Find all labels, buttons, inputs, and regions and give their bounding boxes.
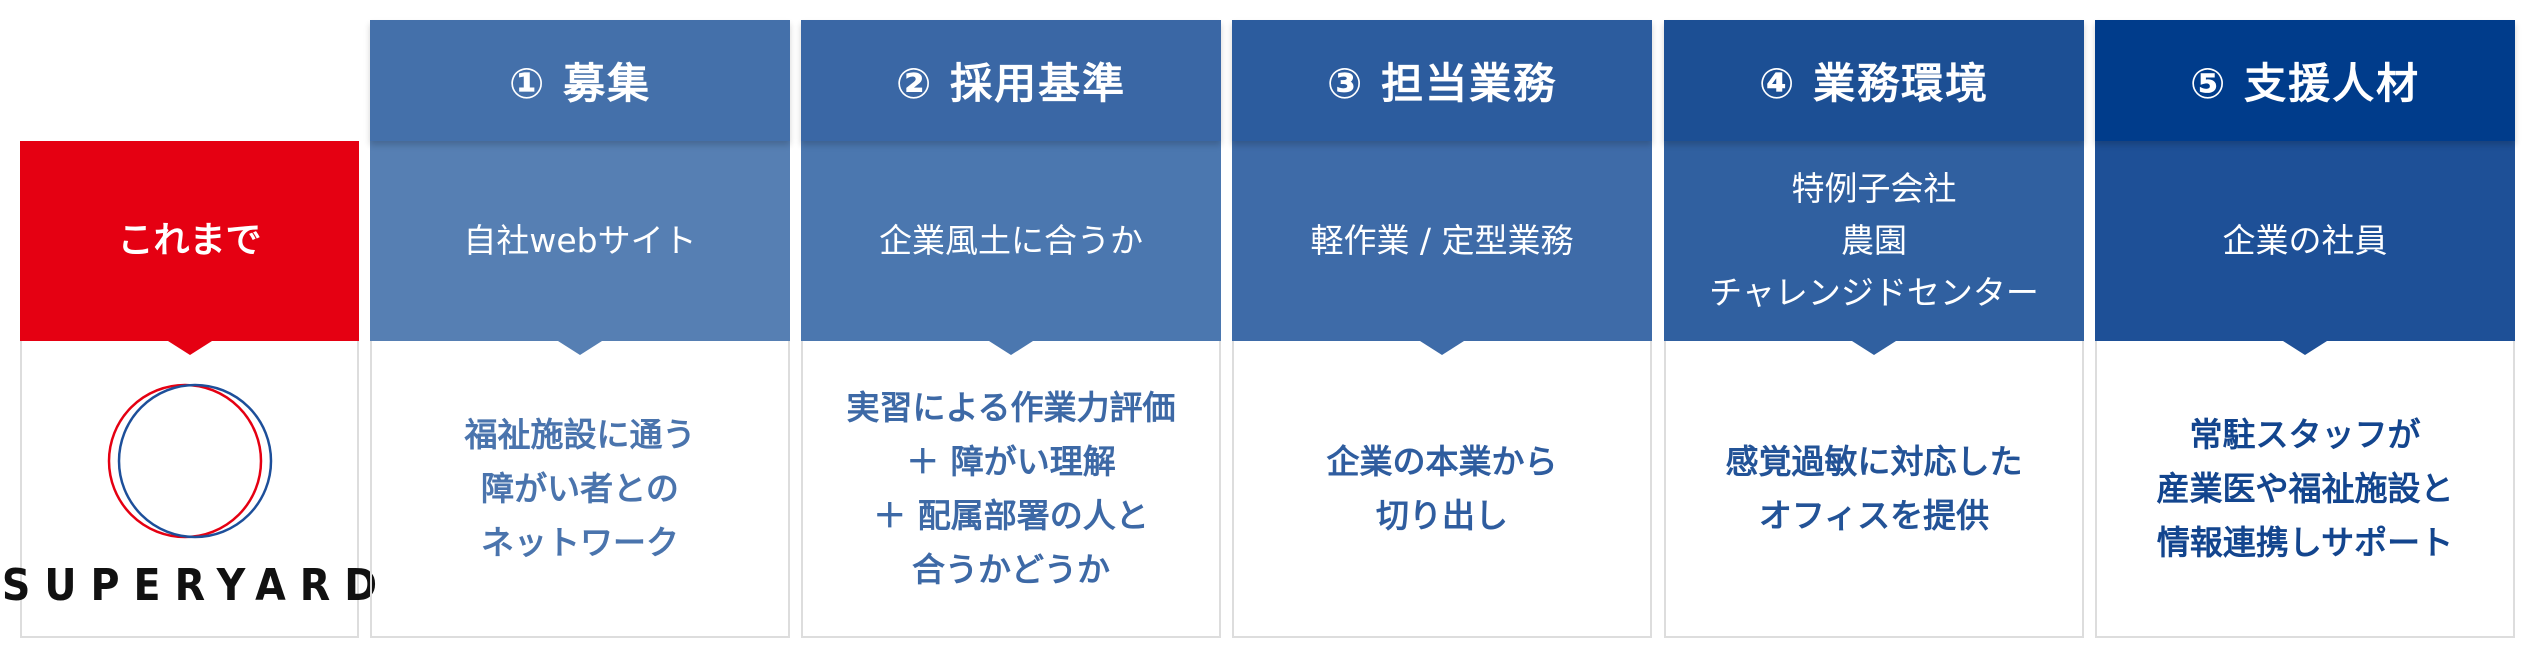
superyard-method-line: ＋ 配属部署の人と xyxy=(873,495,1149,535)
pointer-arrow xyxy=(1420,341,1464,355)
current-label-box: これまで xyxy=(20,141,359,355)
superyard-method-line: 切り出し xyxy=(1376,495,1508,535)
step-previous-method: 自社webサイト xyxy=(370,141,790,355)
step-superyard-method: 実習による作業力評価 ＋ 障がい理解 ＋ 配属部署の人と合うかどうか xyxy=(801,341,1221,638)
step-previous-method: 企業の社員 xyxy=(2095,141,2515,355)
previous-method-line: 自社webサイト xyxy=(463,221,697,260)
superyard-logo-icon xyxy=(107,383,272,539)
superyard-method-line: オフィスを提供 xyxy=(1758,495,1990,535)
step-superyard-method: 福祉施設に通う障がい者とのネットワーク xyxy=(370,341,790,638)
pointer-arrow xyxy=(989,341,1033,355)
current-column: これまで SUPERYARD xyxy=(2,141,377,638)
previous-method-line: 軽作業 / 定型業務 xyxy=(1310,221,1574,260)
logo-wordmark: SUPERYARD xyxy=(1,560,392,611)
previous-method-line: 企業風土に合うか xyxy=(879,221,1143,260)
step-title: ④ 業務環境 xyxy=(1664,20,2084,141)
step-column: ③ 担当業務軽作業 / 定型業務企業の本業から切り出し xyxy=(1232,20,1652,638)
superyard-method-line: 企業の本業から xyxy=(1326,441,1558,481)
superyard-method-line: 産業医や福祉施設と xyxy=(2156,468,2454,508)
step-previous-method: 軽作業 / 定型業務 xyxy=(1232,141,1652,355)
step-column: ⑤ 支援人材企業の社員常駐スタッフが産業医や福祉施設と情報連携しサポート xyxy=(2095,20,2515,638)
step-superyard-method: 常駐スタッフが産業医や福祉施設と情報連携しサポート xyxy=(2095,341,2515,638)
pointer-arrow xyxy=(167,341,212,355)
superyard-method-line: 情報連携しサポート xyxy=(2156,522,2454,562)
previous-method-line: 農園 xyxy=(1841,221,1907,260)
step-column: ④ 業務環境特例子会社農園チャレンジドセンター感覚過敏に対応したオフィスを提供 xyxy=(1664,20,2084,638)
superyard-method-line: 障がい者との xyxy=(481,468,679,508)
superyard-method-line: ネットワーク xyxy=(481,522,679,562)
step-column: ② 採用基準企業風土に合うか実習による作業力評価 ＋ 障がい理解 ＋ 配属部署の人と… xyxy=(801,20,1221,638)
current-label: これまで xyxy=(117,220,262,261)
step-title: ② 採用基準 xyxy=(801,20,1221,141)
pointer-arrow xyxy=(558,341,602,355)
pointer-arrow xyxy=(2283,341,2327,355)
step-superyard-method: 企業の本業から切り出し xyxy=(1232,341,1652,638)
previous-method-line: 特例子会社 xyxy=(1791,169,1957,208)
superyard-method-line: 感覚過敏に対応した xyxy=(1725,441,2023,481)
previous-method-line: チャレンジドセンター xyxy=(1709,273,2039,312)
step-title: ③ 担当業務 xyxy=(1232,20,1652,141)
step-previous-method: 企業風土に合うか xyxy=(801,141,1221,355)
previous-method-line: 企業の社員 xyxy=(2222,221,2388,260)
superyard-method-line: 福祉施設に通う xyxy=(464,414,696,454)
superyard-method-line: 合うかどうか xyxy=(912,549,1110,589)
step-title: ① 募集 xyxy=(370,20,790,141)
step-superyard-method: 感覚過敏に対応したオフィスを提供 xyxy=(1664,341,2084,638)
logo-card: SUPERYARD xyxy=(2,341,377,638)
superyard-method-line: 実習による作業力評価 xyxy=(846,387,1176,427)
step-title: ⑤ 支援人材 xyxy=(2095,20,2515,141)
step-column: ① 募集自社webサイト福祉施設に通う障がい者とのネットワーク xyxy=(370,20,790,638)
superyard-method-line: 常駐スタッフが xyxy=(2189,414,2421,454)
superyard-method-line: ＋ 障がい理解 xyxy=(906,441,1116,481)
pointer-arrow xyxy=(1852,341,1896,355)
step-previous-method: 特例子会社農園チャレンジドセンター xyxy=(1664,141,2084,355)
